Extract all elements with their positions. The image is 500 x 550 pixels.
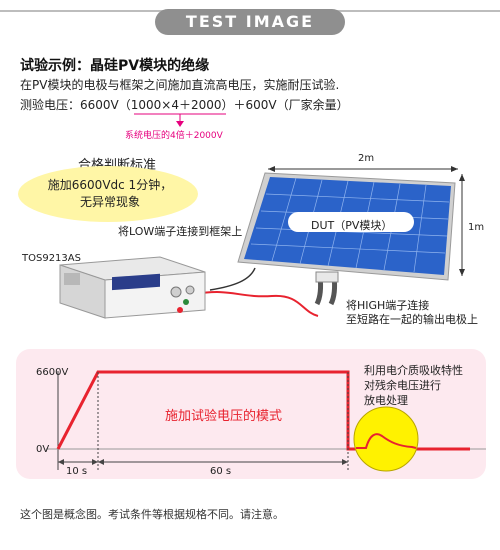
- pv-module: [237, 172, 456, 306]
- discharge-note-line-1: 利用电介质吸收特性: [364, 364, 463, 377]
- example-description: 在PV模块的电极与框架之间施加直流高电压，实施耐压试验.: [20, 78, 340, 92]
- time-label-hold: 60 s: [210, 466, 232, 477]
- y-label-high: 6600V: [36, 367, 69, 378]
- criteria-line-1: 施加6600Vdc 1分钟，: [47, 178, 173, 192]
- criteria-line-2: 无异常现象: [79, 195, 140, 209]
- high-cable: [194, 291, 319, 317]
- header-title: TEST IMAGE: [155, 9, 345, 35]
- voltage-waveform: [46, 370, 486, 472]
- discharge-note-line-3: 放电处理: [364, 394, 408, 407]
- annotation-arrow: [134, 113, 226, 127]
- test-voltage-line: 测验电压：6600V（1000×4＋2000）＋600V（厂家余量）: [20, 98, 349, 112]
- discharge-note-line-2: 对残余电压进行: [364, 379, 441, 392]
- test-setup-illustration: [59, 166, 465, 319]
- width-dimension: [268, 166, 458, 172]
- dut-label: DUT（PV模块）: [311, 219, 393, 232]
- criteria-text: 施加6600Vdc 1分钟， 无异常现象: [30, 177, 190, 211]
- discharge-note: 利用电介质吸收特性 对残余电压进行 放电处理: [364, 363, 463, 408]
- width-label: 2m: [358, 153, 375, 164]
- criteria-bubble: [18, 166, 198, 222]
- tester-device: [59, 256, 206, 319]
- footer-note: 这个图是概念图。考试条件等根据规格不同。请注意。: [20, 508, 284, 521]
- low-cable: [209, 267, 256, 291]
- high-terminal-callout-1: 将HIGH端子连接: [346, 299, 430, 312]
- low-terminal-callout: 将LOW端子连接到框架上: [118, 225, 243, 238]
- high-terminal-callout-2: 至短路在一起的输出电极上: [346, 313, 478, 326]
- waveform-center-label: 施加试验电压的模式: [165, 409, 283, 424]
- example-title: 试验示例：晶硅PV模块的绝缘: [20, 58, 210, 74]
- tester-model-label: TOS9213AS: [22, 253, 81, 264]
- y-label-low: 0V: [36, 444, 50, 455]
- height-dimension: [459, 174, 465, 276]
- height-label: 1m: [468, 222, 485, 233]
- time-label-ramp: 10 s: [66, 466, 88, 477]
- annotation-text: 系统电压的4倍＋2000V: [125, 131, 223, 141]
